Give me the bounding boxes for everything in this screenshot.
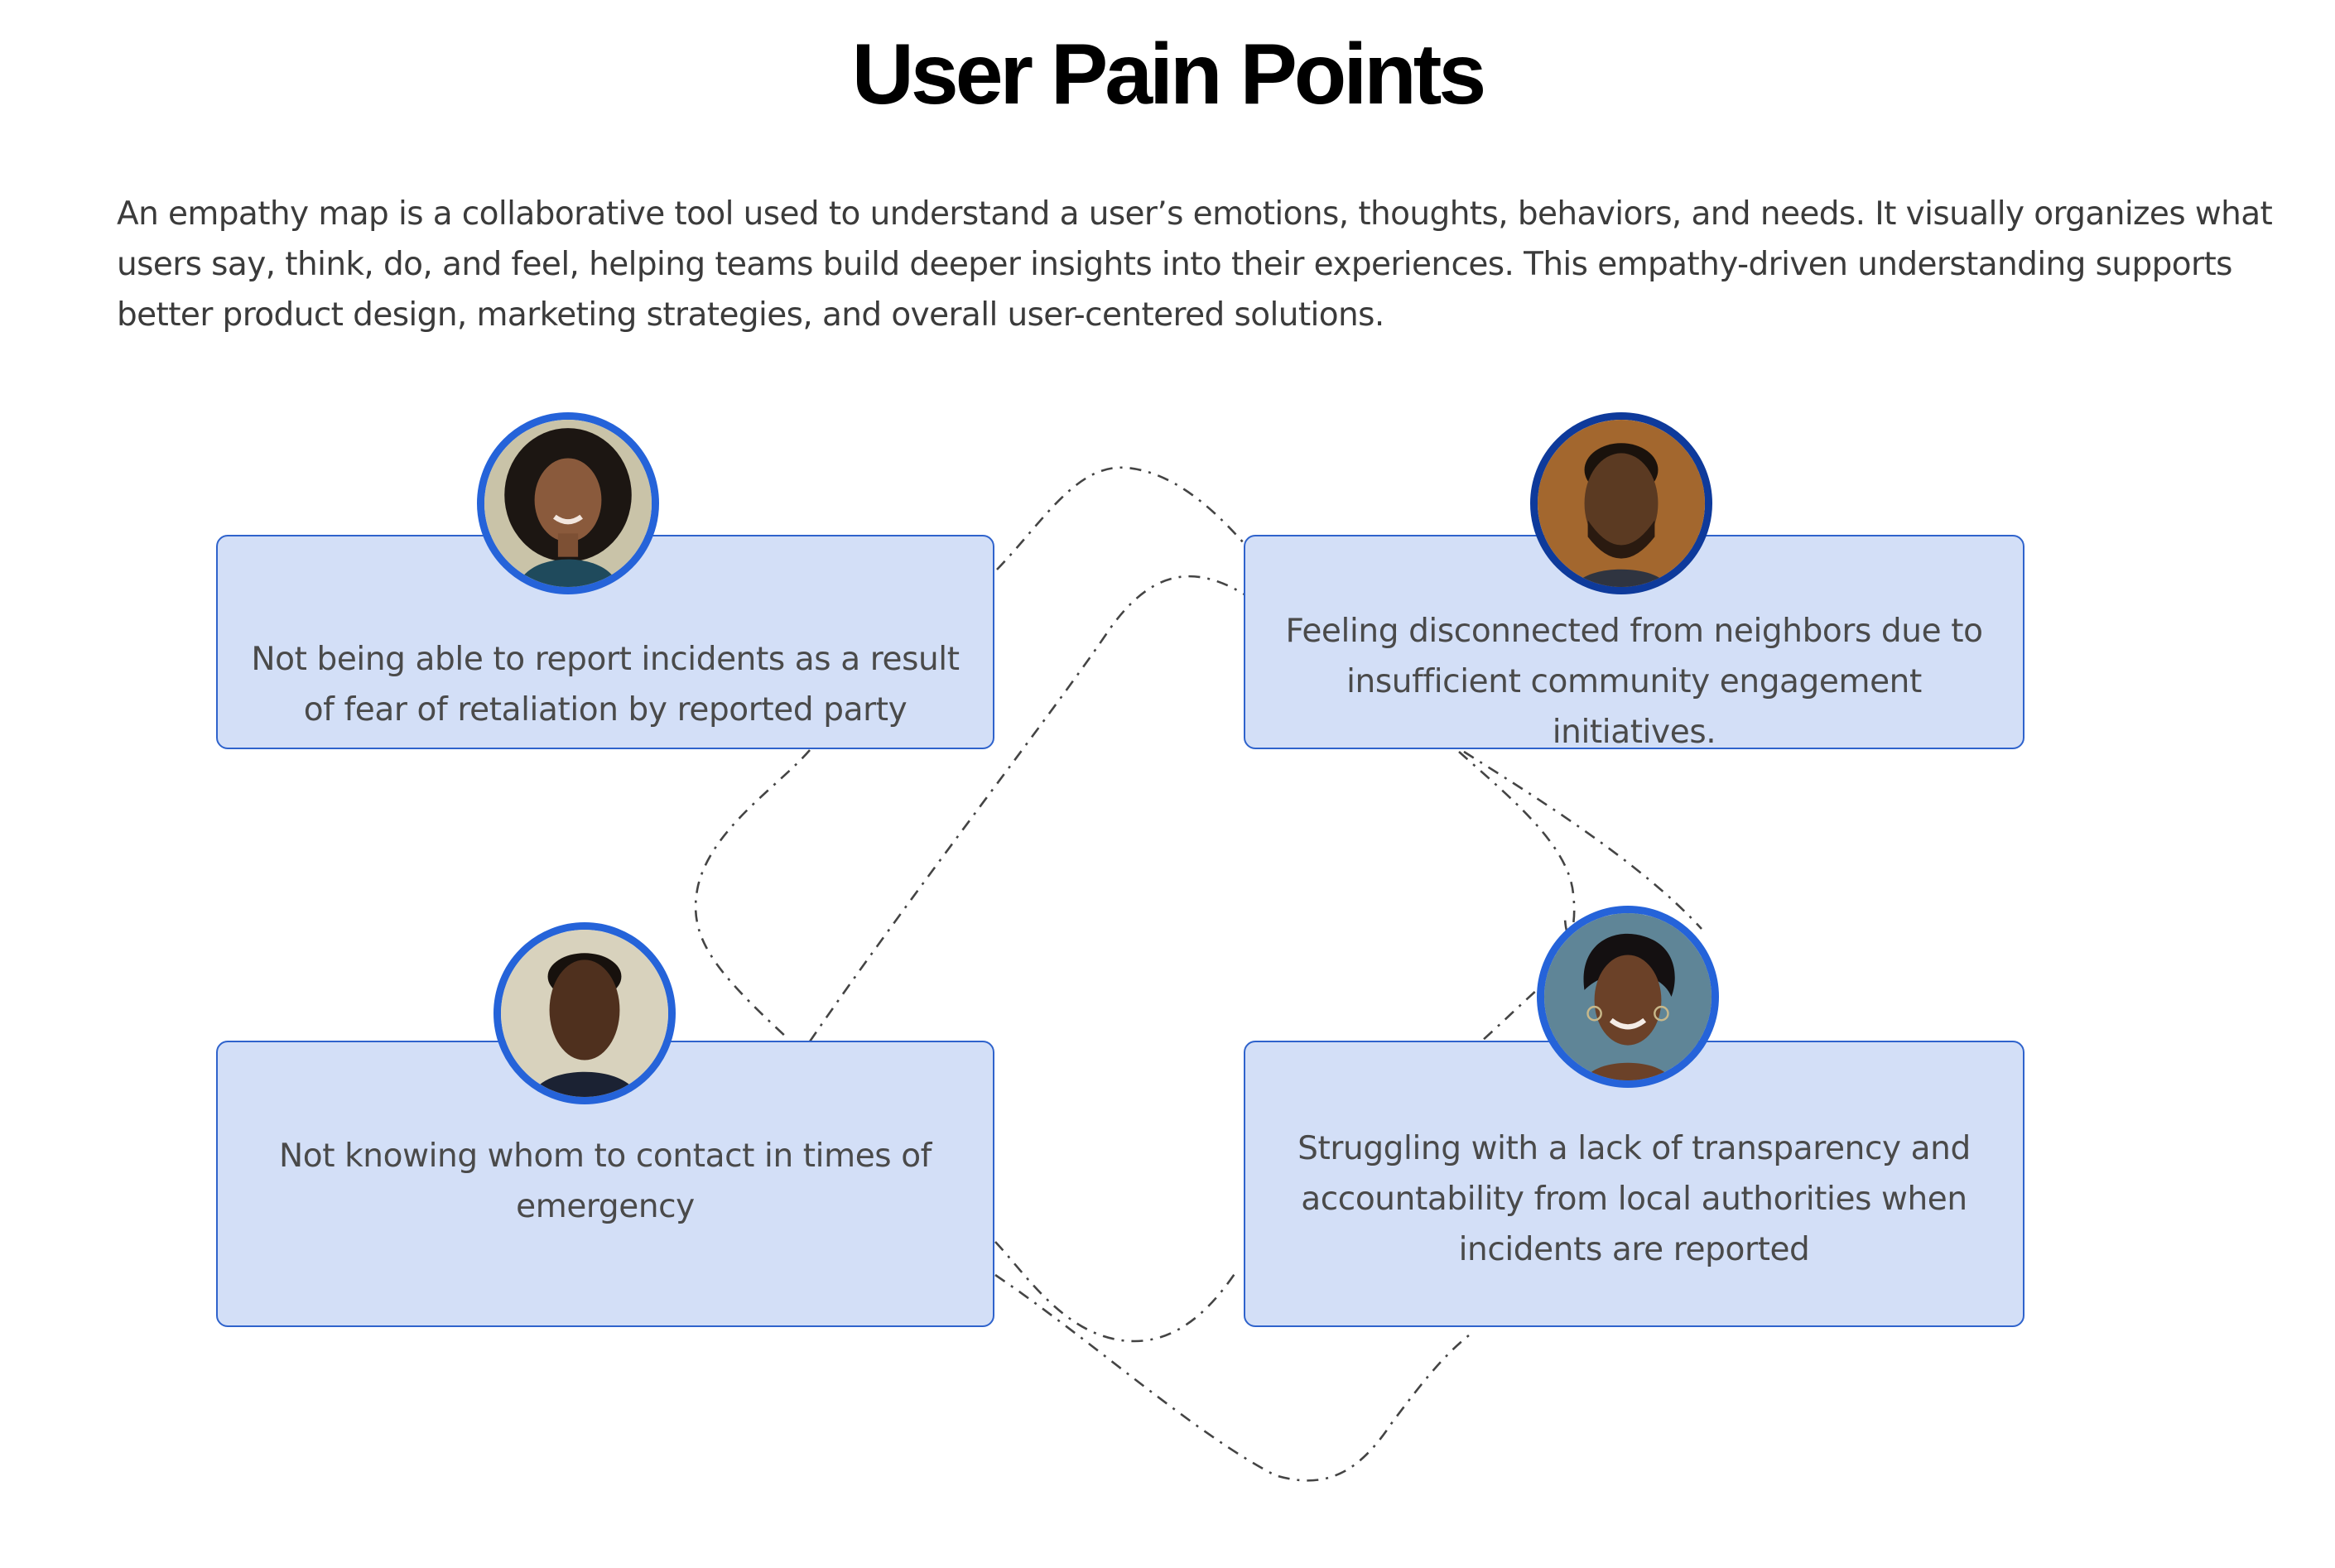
- pain-point-card: Not being able to report incidents as a …: [216, 535, 994, 749]
- pain-point-line: insufficient community engagement: [1346, 663, 1922, 700]
- pain-point-card: Struggling with a lack of transparency a…: [1244, 1041, 2024, 1327]
- man-beard-portrait-icon: [1538, 420, 1705, 587]
- connector-bl-br-large: [994, 1273, 1470, 1482]
- intro-paragraph: An empathy map is a collaborative tool u…: [117, 189, 2273, 340]
- pain-point-line: accountability from local authorities wh…: [1301, 1181, 1967, 1218]
- connector-bl-tr: [808, 575, 1245, 1042]
- woman-short-hair-portrait-icon: [1544, 913, 1712, 1080]
- woman-curly-hair-portrait-icon: [484, 420, 652, 587]
- connector-tl-tr-upper: [996, 466, 1245, 570]
- avatar-icon: [493, 922, 676, 1104]
- pain-point-text: Not being able to report incidents as a …: [218, 634, 993, 735]
- pain-point-line: of fear of retaliation by reported party: [303, 691, 908, 729]
- pain-point-text: Feeling disconnected from neighbors due …: [1245, 606, 2023, 758]
- avatar-icon: [477, 412, 659, 594]
- pain-point-text: Not knowing whom to contact in times of …: [218, 1131, 993, 1232]
- avatar-icon: [1537, 906, 1719, 1088]
- man-short-hair-portrait-icon: [501, 930, 668, 1097]
- pain-point-line: emergency: [516, 1188, 695, 1225]
- page-title: User Pain Points: [851, 26, 1486, 123]
- intro-line: better product design, marketing strateg…: [117, 296, 1384, 334]
- avatar-icon: [1530, 412, 1712, 594]
- pain-point-text: Struggling with a lack of transparency a…: [1245, 1123, 2023, 1275]
- connector-tr-br-a: [1458, 751, 1576, 936]
- connector-bl-br-small: [994, 1241, 1240, 1343]
- pain-point-line: incidents are reported: [1458, 1231, 1810, 1268]
- intro-line: users say, think, do, and feel, helping …: [117, 246, 2232, 283]
- connector-tl-bl-loop: [694, 749, 811, 1038]
- pain-point-line: Not being able to report incidents as a …: [251, 641, 960, 678]
- pain-point-line: initiatives.: [1552, 714, 1716, 751]
- connector-tr-br-b: [1463, 750, 1702, 930]
- pain-point-line: Feeling disconnected from neighbors due …: [1285, 613, 1983, 650]
- pain-point-line: Not knowing whom to contact in times of: [278, 1138, 932, 1175]
- intro-line: An empathy map is a collaborative tool u…: [117, 195, 2273, 233]
- pain-point-line: Struggling with a lack of transparency a…: [1297, 1130, 1971, 1167]
